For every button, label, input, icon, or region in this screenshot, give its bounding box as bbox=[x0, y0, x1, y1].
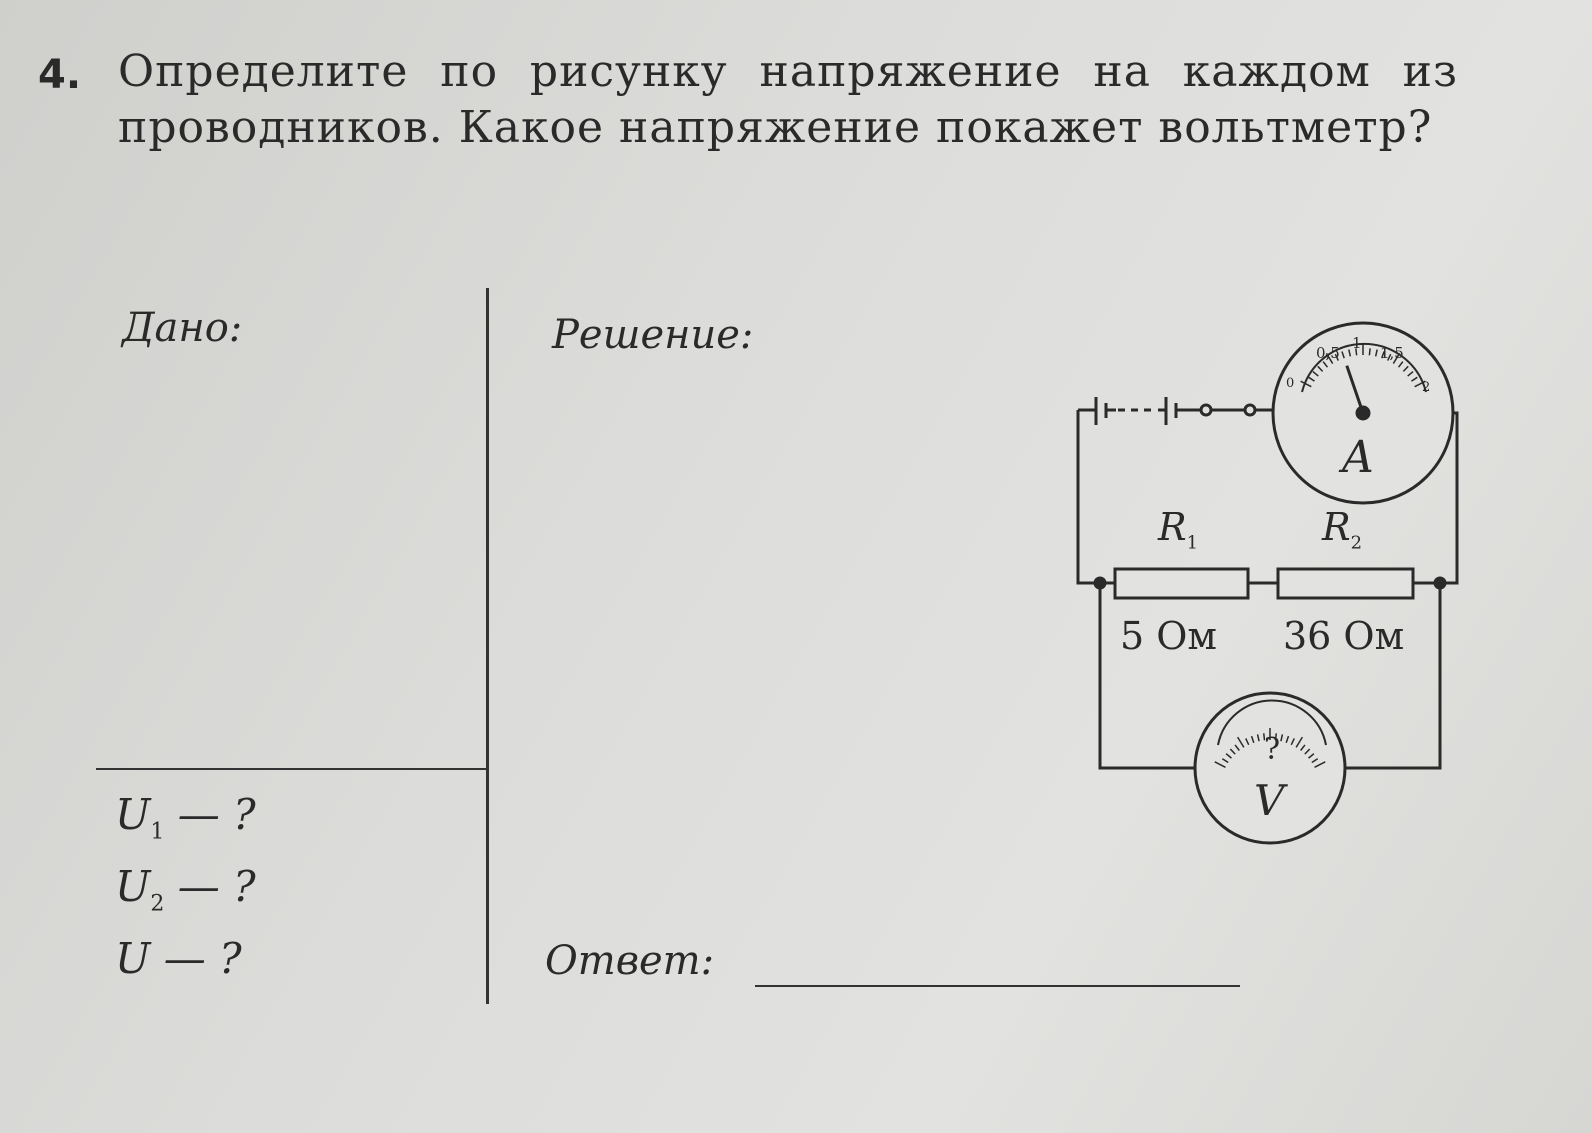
unknown-u2: U2 — ? bbox=[115, 862, 256, 917]
scale-tick bbox=[1274, 733, 1278, 741]
ammeter-scale-2: 2 bbox=[1422, 380, 1431, 395]
scale-tick bbox=[1348, 349, 1352, 357]
scale-tick bbox=[1295, 736, 1304, 748]
scale-tick bbox=[1256, 734, 1260, 742]
unknown-u1: U1 — ? bbox=[115, 790, 256, 845]
scale-tick bbox=[1236, 736, 1245, 748]
task-text: Определите по рисунку напряжение на кажд… bbox=[118, 46, 1458, 153]
scale-tick bbox=[1414, 380, 1426, 388]
scale-tick bbox=[1229, 748, 1236, 755]
scale-tick bbox=[1221, 758, 1229, 764]
scale-tick bbox=[1317, 365, 1324, 372]
answer-line[interactable] bbox=[755, 985, 1240, 987]
scale-tick bbox=[1308, 376, 1315, 382]
scale-tick bbox=[1368, 348, 1371, 356]
scale-tick bbox=[1392, 352, 1401, 364]
battery-icon bbox=[1078, 397, 1273, 425]
solution-label: Решение: bbox=[552, 312, 754, 358]
given-label: Дано: bbox=[122, 305, 243, 351]
voltmeter-reading: ? bbox=[1264, 732, 1281, 767]
scale-tick bbox=[1407, 370, 1414, 377]
scale-tick bbox=[1285, 735, 1290, 743]
scale-tick bbox=[1280, 734, 1284, 742]
ammeter-needle bbox=[1345, 365, 1365, 414]
given-divider bbox=[96, 768, 488, 770]
resistor-r1 bbox=[1113, 567, 1250, 600]
wire bbox=[1098, 583, 1442, 770]
ammeter bbox=[1271, 321, 1455, 505]
scale-tick bbox=[1314, 761, 1326, 768]
answer-label: Ответ: bbox=[545, 938, 715, 984]
scale-tick bbox=[1387, 353, 1392, 361]
resistor-r2 bbox=[1276, 567, 1415, 600]
scale-tick bbox=[1411, 376, 1418, 382]
scale-tick bbox=[1355, 348, 1358, 356]
task-number: 4. bbox=[38, 52, 82, 98]
scale-tick bbox=[1300, 744, 1306, 751]
scale-tick bbox=[1308, 753, 1315, 759]
scale-tick bbox=[1322, 361, 1329, 368]
scale-tick bbox=[1234, 744, 1240, 751]
scale-tick bbox=[1214, 761, 1226, 768]
unknown-u: U — ? bbox=[115, 934, 242, 983]
scale-tick bbox=[1402, 365, 1409, 372]
scale-tick bbox=[1312, 370, 1319, 377]
scale-tick bbox=[1334, 353, 1339, 361]
scale-tick bbox=[1341, 351, 1345, 359]
r2-value: 36 Ом bbox=[1283, 614, 1405, 658]
ammeter-scale-05: 0,5 bbox=[1316, 344, 1340, 362]
scale-tick bbox=[1245, 738, 1250, 746]
scale-tick bbox=[1290, 738, 1295, 746]
r1-label: R1 bbox=[1158, 505, 1199, 554]
voltmeter-letter: V bbox=[1254, 776, 1285, 825]
scale-tick bbox=[1374, 349, 1378, 357]
scale-tick bbox=[1262, 733, 1266, 741]
ammeter-scale-15: 1,5 bbox=[1380, 344, 1404, 362]
scale-tick bbox=[1397, 361, 1404, 368]
scale-tick bbox=[1225, 753, 1232, 759]
r2-label: R2 bbox=[1322, 505, 1363, 554]
scale-tick bbox=[1325, 352, 1334, 364]
scale-tick bbox=[1250, 735, 1255, 743]
ammeter-letter: A bbox=[1342, 432, 1374, 483]
ammeter-scale-0: 0 bbox=[1286, 376, 1295, 391]
scale-tick bbox=[1381, 351, 1385, 359]
scale-tick bbox=[1300, 380, 1312, 388]
scale-tick bbox=[1311, 758, 1319, 764]
voltmeter bbox=[1193, 691, 1347, 845]
scale-tick bbox=[1304, 748, 1311, 755]
r1-value: 5 Ом bbox=[1120, 614, 1217, 658]
column-divider bbox=[486, 288, 489, 1004]
ammeter-scale-1: 1 bbox=[1352, 334, 1362, 352]
